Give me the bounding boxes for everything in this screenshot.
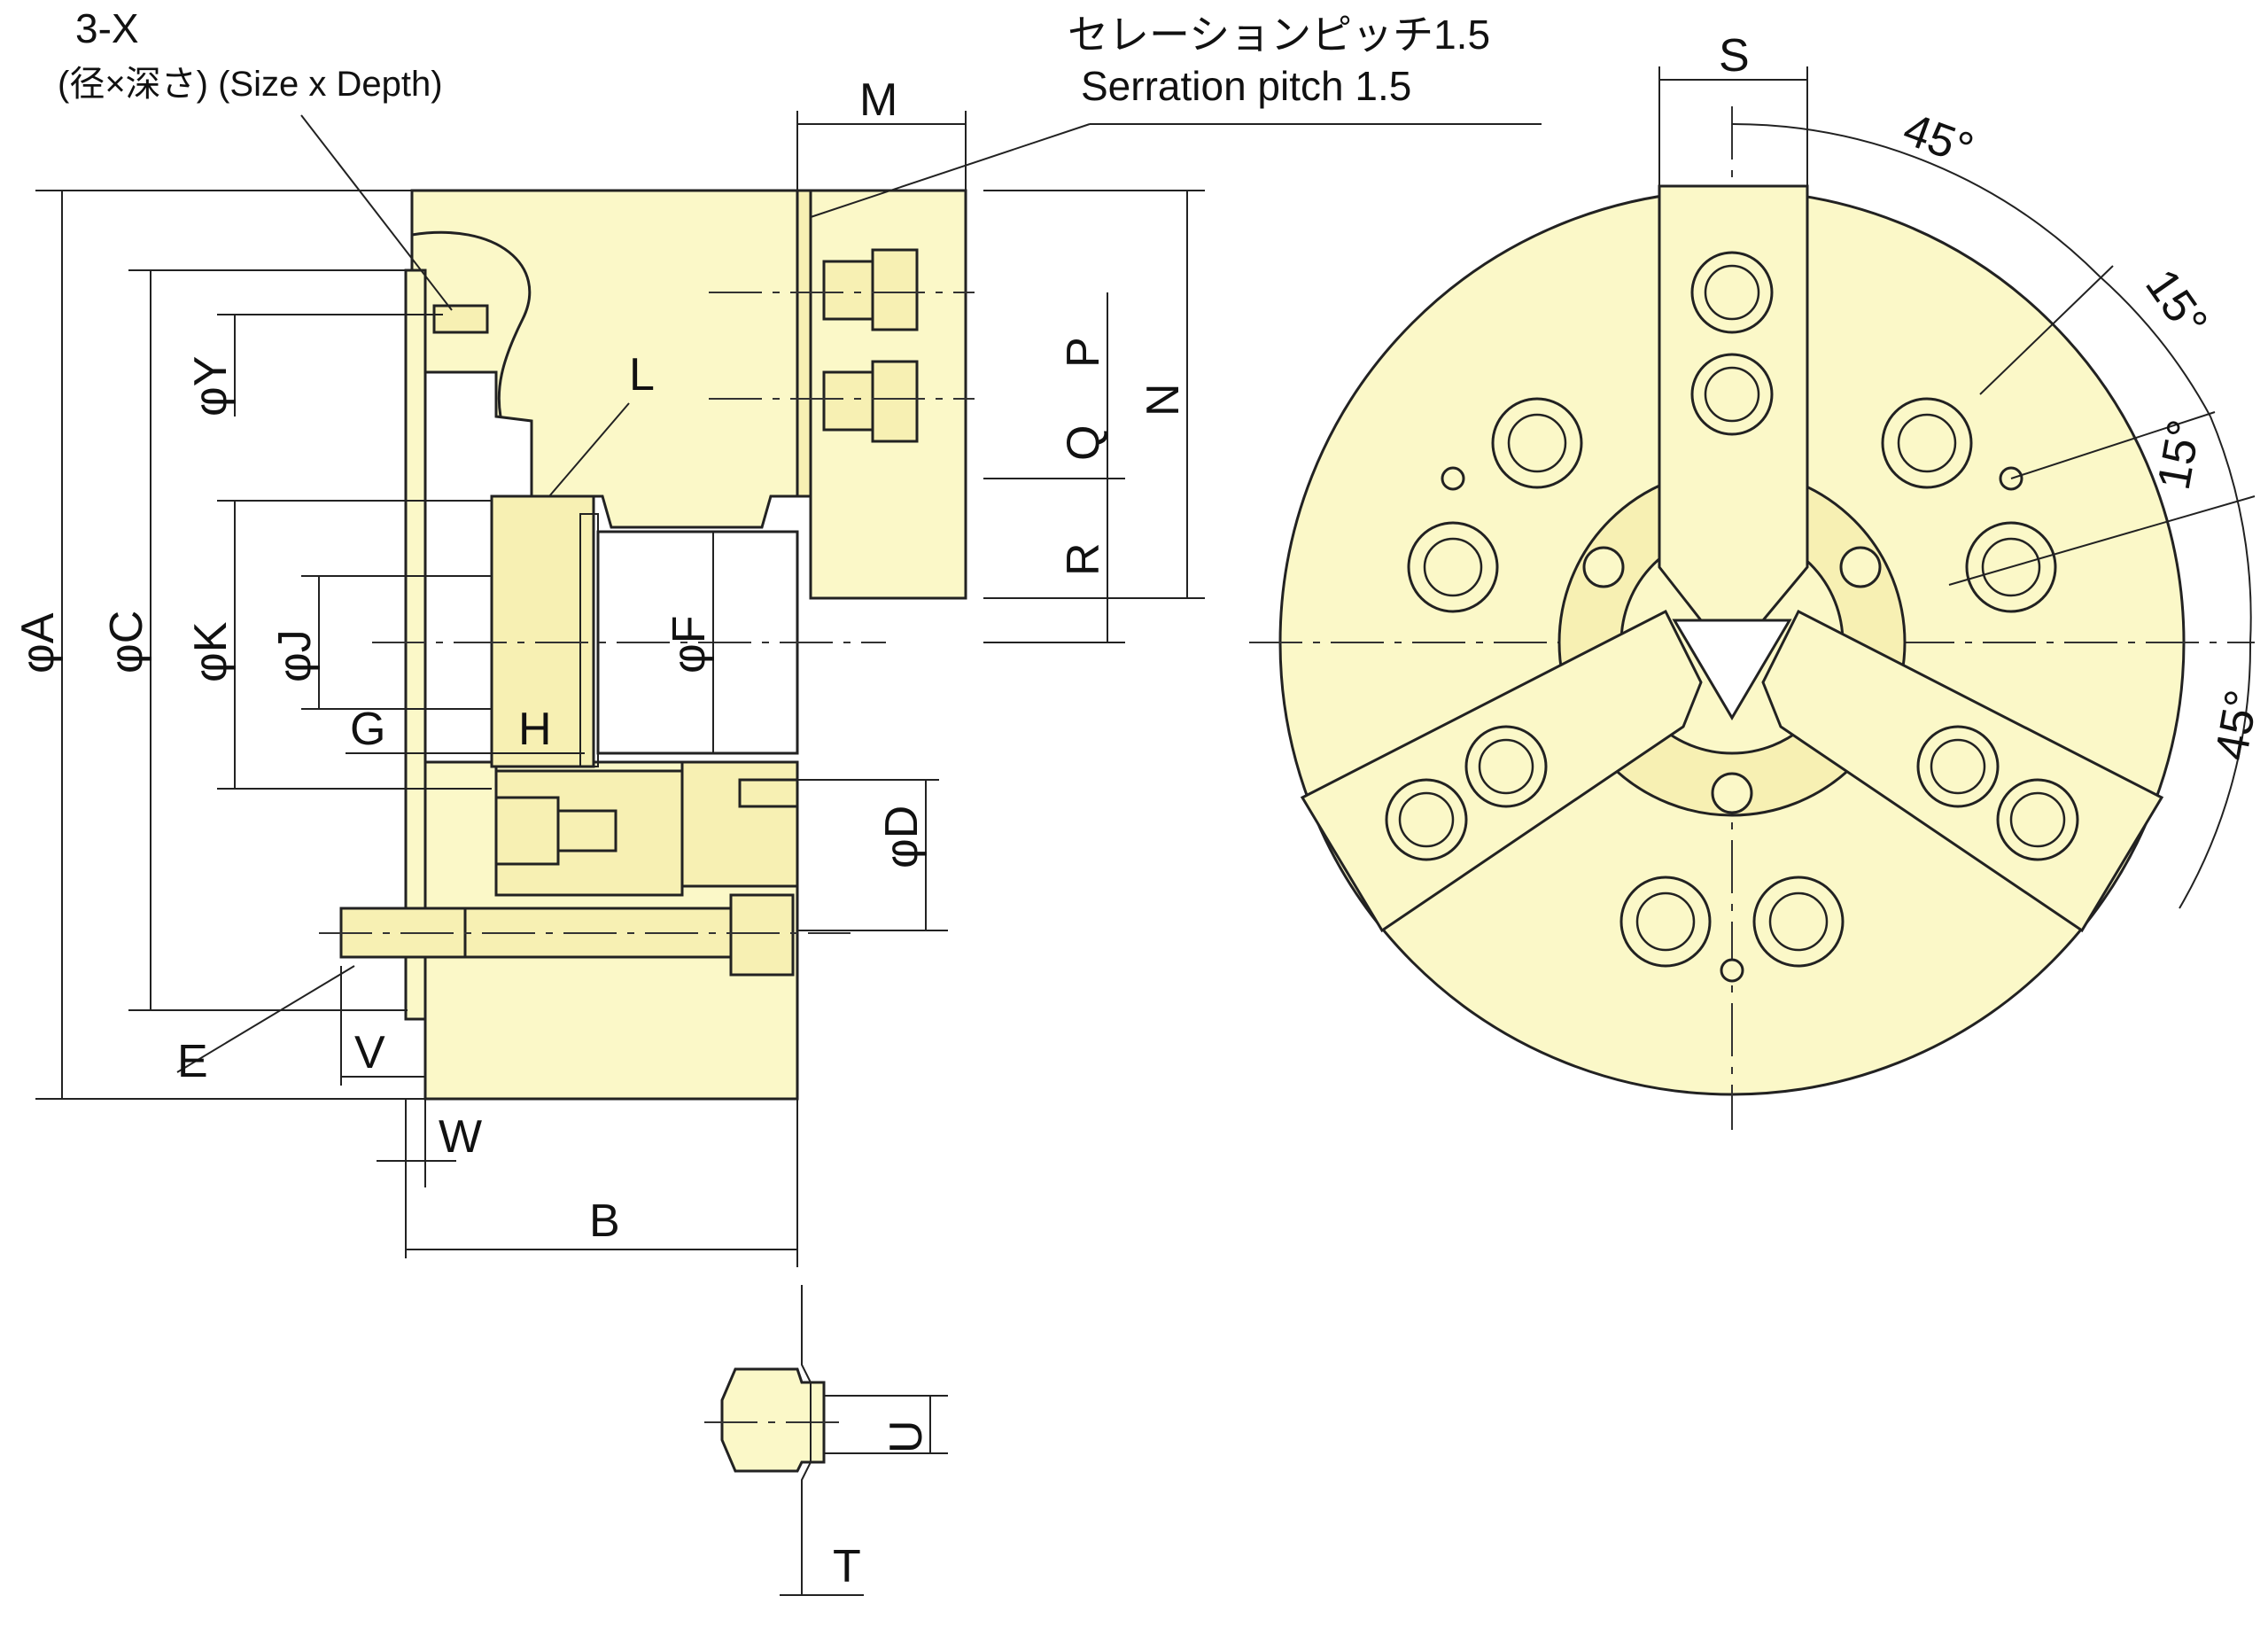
mount-hole-b-1 <box>1619 876 1712 968</box>
leader-3x <box>300 114 453 311</box>
body-cavity <box>411 230 532 417</box>
serration-edge <box>801 1285 812 1595</box>
side-dimensions <box>35 111 1542 1267</box>
body-upper <box>410 189 799 529</box>
set-screw <box>738 778 799 808</box>
jaw-right-bolt-1 <box>1916 725 2000 808</box>
label-c: φC <box>101 611 152 673</box>
angle-arc-right <box>2210 416 2252 643</box>
angle-top: 45° <box>1897 104 1980 175</box>
angle-ray-1 <box>1979 265 2114 395</box>
leader-serration <box>810 123 1091 218</box>
label-t: T <box>833 1541 861 1592</box>
jaw-top-bolt-1 <box>1690 251 1774 334</box>
small-hole-b <box>1720 958 1744 983</box>
angle-arc-upper-right <box>2099 276 2211 417</box>
side-view <box>319 189 975 1101</box>
hub-hole-bottom <box>1711 772 1753 814</box>
jaw-serration <box>796 189 812 498</box>
mount-hole-ur-1 <box>1881 397 1973 489</box>
mount-hole-b-2 <box>1752 876 1845 968</box>
serration-en: Serration pitch 1.5 <box>1081 63 1411 109</box>
label-y: φY <box>185 356 237 416</box>
label-l: L <box>629 349 655 401</box>
jaw-right-bolt-2 <box>1996 778 2079 861</box>
hub-hole-right <box>1839 546 1882 588</box>
label-g: G <box>350 704 385 755</box>
leader-l <box>548 402 630 497</box>
jaw-bolt-upper-head <box>871 248 919 331</box>
label-h: H <box>518 704 552 755</box>
serration-jp: セレーションピッチ1.5 <box>1068 12 1490 58</box>
jaw-left-bolt-2 <box>1385 778 1468 861</box>
label-d: φD <box>876 806 928 868</box>
angle-arc-lower-right <box>2179 642 2252 909</box>
label-k: φK <box>185 621 237 682</box>
jaw-bolt-lower-head <box>871 360 919 443</box>
angle-upper-right: 15° <box>2135 261 2218 347</box>
label-r: R <box>1058 542 1109 576</box>
center-void <box>1672 619 1792 720</box>
t-nut <box>720 1367 826 1473</box>
serration-detail <box>704 1285 948 1596</box>
angle-lower-right: 45° <box>2206 687 2268 765</box>
hole-spec: 3-X <box>75 5 139 51</box>
small-hole-ul <box>1441 466 1465 491</box>
angle-ray-3 <box>1948 495 2256 586</box>
label-p: P <box>1058 337 1109 368</box>
label-n: N <box>1138 383 1189 416</box>
front-view <box>1249 66 2256 1130</box>
back-plate <box>404 269 427 1021</box>
jaw-left-bolt-1 <box>1464 725 1548 808</box>
mount-hole-ul-1 <box>1491 397 1583 489</box>
label-s: S <box>1719 30 1750 82</box>
label-e: E <box>177 1036 208 1087</box>
label-f: φF <box>664 616 715 673</box>
housing-bolt-head <box>494 796 560 866</box>
label-u: U <box>881 1420 932 1453</box>
label-a: φA <box>12 612 64 673</box>
hole-x-bolt <box>432 304 489 334</box>
label-v: V <box>354 1027 385 1078</box>
bore-bushing <box>490 494 595 768</box>
label-q: Q <box>1058 425 1109 461</box>
label-b: B <box>589 1195 620 1247</box>
label-w: W <box>439 1111 482 1163</box>
leader-e <box>176 965 355 1073</box>
labels: 3-X (径×深さ) (Size x Depth) セレーションピッチ1.5 S… <box>12 5 2268 1592</box>
label-j: φJ <box>269 629 321 682</box>
mount-hole-ul-2 <box>1407 521 1499 613</box>
jaw-top-bolt-2 <box>1690 353 1774 436</box>
hub-hole-left <box>1582 546 1625 588</box>
label-m: M <box>859 74 897 126</box>
hole-spec-sub: (径×深さ) (Size x Depth) <box>58 65 443 104</box>
angle-ray-2 <box>2010 411 2216 479</box>
angle-right: 15° <box>2148 416 2211 494</box>
angle-arc-top <box>1731 122 2101 277</box>
e-bolt-head <box>729 893 795 977</box>
